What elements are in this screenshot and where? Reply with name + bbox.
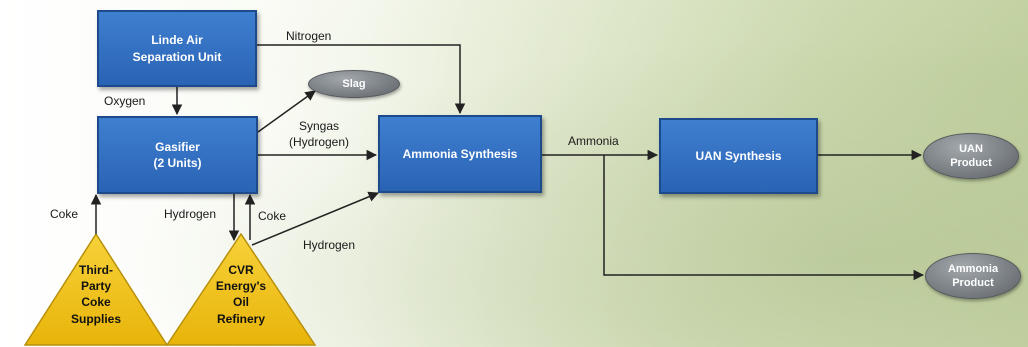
ammonia-product-line-2: Product [952, 277, 994, 289]
gasifier-line-2: (2 Units) [153, 156, 202, 170]
ammonia-synthesis-label: Ammonia Synthesis [402, 146, 518, 161]
ammonia-product-ellipse: Ammonia Product [925, 253, 1021, 299]
linde-line-2: Separation Unit [132, 49, 222, 64]
third-party-coke-triangle [23, 232, 169, 346]
uan-synthesis-box: UAN Synthesis [659, 118, 818, 194]
third-party-line-4: Supplies [70, 311, 121, 326]
uan-product-line-2: Product [950, 157, 992, 169]
cvr-refinery-text: CVR Energy's Oil Refinery [201, 262, 281, 327]
arrow-slag [257, 90, 316, 133]
oxygen-label: Oxygen [104, 94, 146, 108]
cvr-refinery-triangle [165, 232, 317, 346]
linde-air-separation-unit: Linde Air Separation Unit [97, 10, 257, 87]
syngas-label-line-2: (Hydrogen) [288, 134, 350, 149]
uan-product-ellipse: UAN Product [923, 133, 1019, 179]
arrow-nitrogen [257, 44, 466, 115]
coke-label-up: Coke [258, 209, 287, 223]
nitrogen-label: Nitrogen [286, 29, 332, 43]
third-party-line-1: Third- [79, 263, 113, 277]
uan-synthesis-label: UAN Synthesis [695, 148, 782, 163]
cvr-line-3: Oil [232, 295, 249, 310]
third-party-line-3: Coke [81, 295, 111, 310]
gasifier-line-1: Gasifier [155, 139, 200, 154]
linde-line-1: Linde Air [151, 33, 203, 48]
gasifier-box: Gasifier (2 Units) [97, 116, 258, 194]
ammonia-product-line-1: Ammonia [947, 262, 999, 275]
cvr-line-2: Energy's [215, 279, 267, 294]
cvr-line-4: Refinery [216, 311, 266, 326]
syngas-label-line-1: Syngas [298, 119, 340, 133]
hydrogen-label-refinery: Hydrogen [303, 238, 356, 252]
slag-ellipse: Slag [308, 70, 400, 98]
arrow-ammonia-product [603, 155, 925, 281]
slag-label: Slag [342, 77, 366, 90]
third-party-coke-text: Third- Party Coke Supplies [56, 262, 136, 327]
ammonia-synthesis-box: Ammonia Synthesis [378, 115, 542, 193]
arrow-hydrogen-refinery [251, 191, 379, 246]
hydrogen-label-down: Hydrogen [164, 207, 217, 221]
coke-label-left: Coke [50, 207, 79, 221]
ammonia-label: Ammonia [568, 134, 619, 148]
uan-product-line-1: UAN [959, 142, 983, 155]
cvr-line-1: CVR [228, 263, 254, 277]
third-party-line-2: Party [80, 279, 112, 294]
syngas-label: Syngas (Hydrogen) [277, 119, 361, 150]
